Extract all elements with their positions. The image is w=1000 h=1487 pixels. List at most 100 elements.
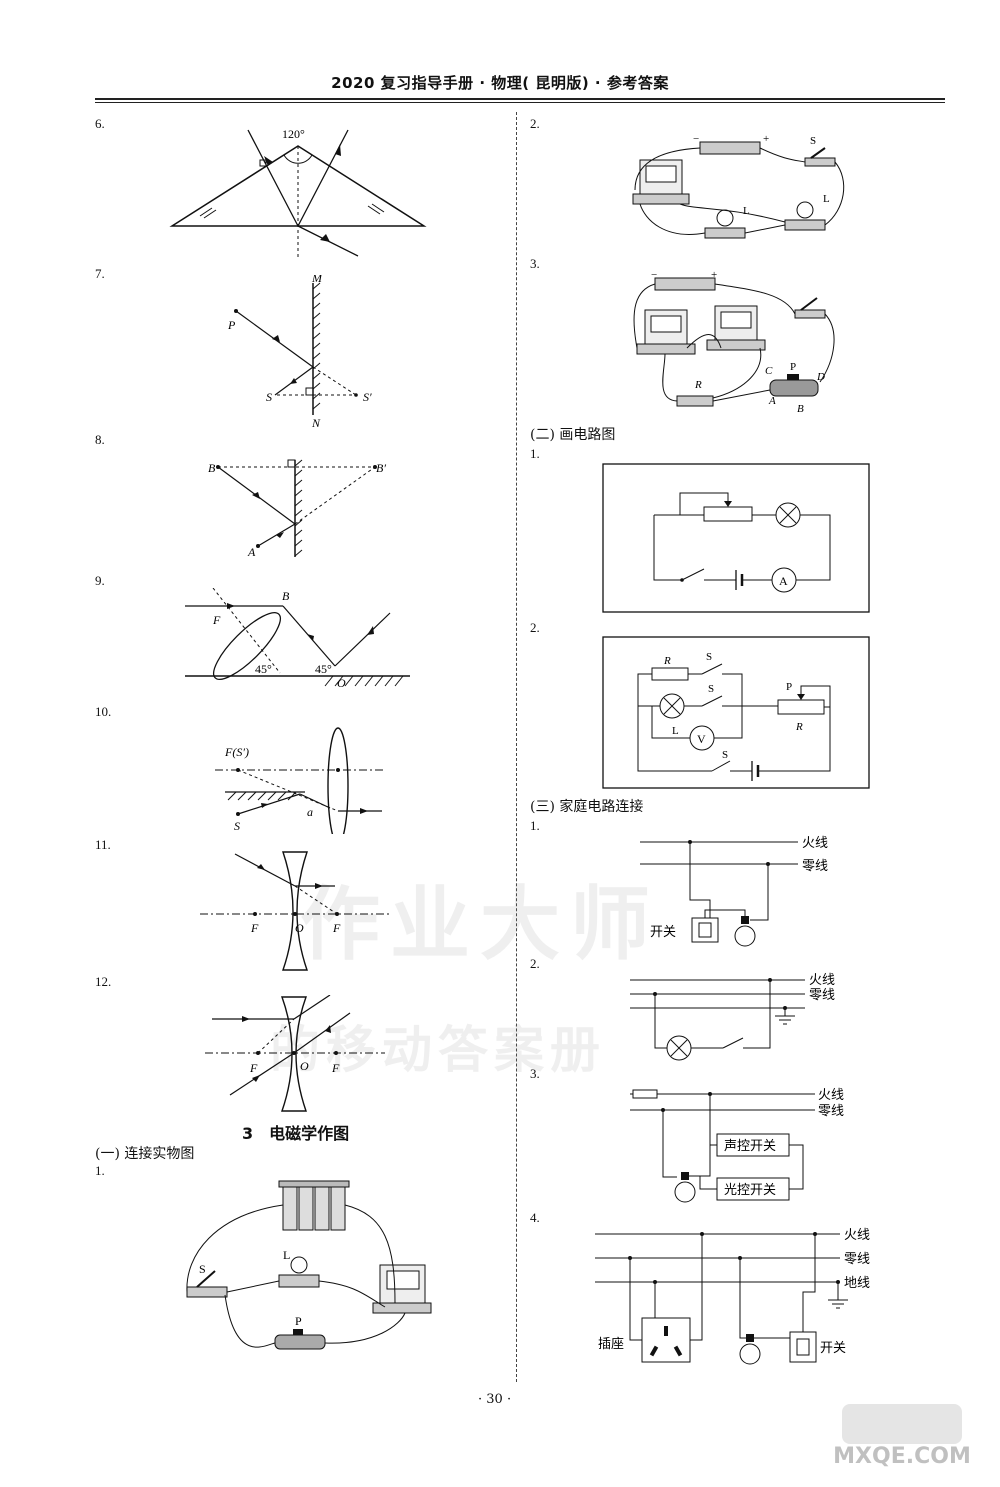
subsection-title: (二) 画电路图 [530,427,616,443]
figure-12-concave-lens: F O F [205,995,385,1112]
neutral-wire-label: 零线 [844,1252,870,1267]
item-number: 4. [530,1210,540,1225]
ammeter-icon [636,309,696,355]
light-switch-label: 光控开关 [724,1183,776,1198]
switch-icon [186,1270,228,1298]
header-rule-thin [95,102,945,103]
label-L: L [283,1248,290,1262]
label-R: R [795,721,803,733]
item-number: 3. [530,256,540,271]
logo-text: MXQE.COM [833,1444,971,1469]
watermark-subtext: 的移动答案册 [270,1020,606,1079]
battery-icon [278,1180,350,1231]
bulb-icon [704,209,746,239]
switch-label: 开关 [650,925,676,940]
ammeter-icon [372,1264,432,1314]
page-number: · 30 · [478,1392,512,1407]
logo-mark [842,1404,962,1444]
item-number: 3. [530,1066,540,1081]
neutral-wire-label: 零线 [809,988,835,1003]
voltmeter-icon [632,159,690,205]
page-header: 2020 复习指导手册 · 物理( 昆明版) · 参考答案 [331,74,669,92]
watermark-text: 作业大师 [300,877,660,971]
label-F: F [250,921,259,935]
bulb-icon [674,1172,696,1203]
item-number: 2. [530,116,540,131]
label-C: C [765,365,773,377]
site-logo: MXQE.COM [822,1404,982,1476]
label-S2: S [708,683,714,695]
item-number: 11. [95,837,111,852]
live-wire-label: 火线 [818,1088,844,1103]
ground-wire-label: 地线 [844,1276,870,1291]
figure-6-prism: 120° [169,127,427,258]
item-number: 2. [530,620,540,635]
item-number: 10. [95,704,112,719]
label-F: F [249,1061,258,1075]
item-number: 9. [95,573,105,588]
figure-7-mirror: M N P S S′ [227,275,372,430]
live-wire-label: 火线 [809,973,835,988]
label-P: P [227,318,236,332]
live-wire-label: 火线 [844,1228,870,1243]
label-L: L [672,725,679,737]
sound-switch-label: 声控开关 [724,1139,776,1154]
rheostat-icon [274,1329,326,1350]
label-F: F [332,921,341,935]
home-circuit-3: 火线 零线 声控开关 光控开关 [630,1088,844,1203]
item-number: 2. [530,956,540,971]
svg-text:−: − [693,133,699,145]
figure-9-lens: F B 45° 45° O [185,588,410,688]
label-A: A [768,395,776,407]
subsection-title: (三) 家庭电路连接 [530,799,644,815]
neutral-wire-label: 零线 [802,859,828,874]
resistor-icon [676,395,714,407]
home-circuit-2: 火线 零线 [630,973,835,1061]
label-a: a [307,805,313,819]
svg-text:+: + [763,133,769,145]
voltmeter-symbol: V [697,732,706,746]
item-number: 1. [530,446,540,461]
label-M: M [311,275,323,285]
switch-icon [804,147,836,167]
rheostat-icon [769,374,819,397]
neutral-wire-label: 零线 [818,1104,844,1119]
label-L2: L [743,205,750,217]
label-F: F [212,613,221,627]
home-circuit-1: 火线 零线 开关 [640,836,828,947]
item-number: 6. [95,116,105,131]
ammeter-symbol: A [779,574,788,588]
svg-text:−: − [651,270,657,281]
label-F-S: F(S′) [224,745,249,759]
item-number: 8. [95,432,105,447]
label-B-prime: B′ [376,461,386,475]
label-P: P [790,361,796,373]
figure-10-lens: F(S′) S a [215,727,385,834]
label-L1: L [823,193,830,205]
home-circuit-4: 火线 零线 地线 插座 开关 [595,1228,870,1365]
section-title: 3 电磁学作图 [242,1124,350,1143]
label-O: O [300,1059,309,1073]
circuit-diagram-1: A [602,463,870,613]
subsection-title: (一) 连接实物图 [95,1146,195,1162]
label-N: N [311,416,321,430]
label-R0: R [663,655,671,667]
bulb-icon [784,201,826,231]
label-B: B [797,403,804,415]
figure-physical-circuit-2: −+ S L L [632,133,845,239]
label-Rx: R [694,379,702,391]
label-B: B [282,589,290,603]
label-S: S [199,1262,206,1276]
item-number: 7. [95,266,105,281]
item-number: 12. [95,974,112,989]
switch-label: 开关 [820,1341,846,1356]
switch-icon [794,297,826,319]
label-O: O [337,676,346,688]
label-S-prime: S′ [363,390,372,404]
bulb-icon [739,1334,761,1365]
label-O: O [295,921,304,935]
label-S: S [722,749,728,761]
header-rule [95,98,945,100]
voltmeter-icon [706,305,766,351]
angle-label: 45° [255,662,272,676]
